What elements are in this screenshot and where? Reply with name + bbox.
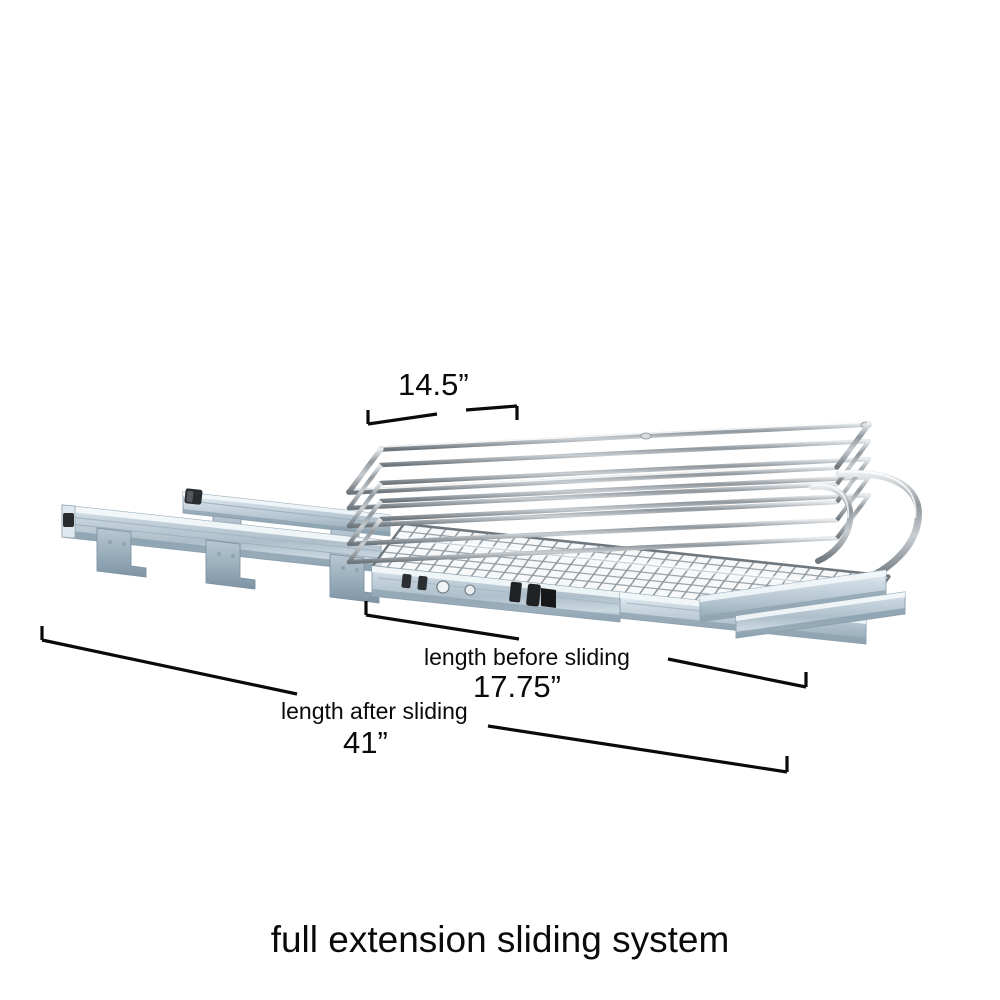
dimension-before-sliding-value: 17.75” xyxy=(473,669,561,704)
dimension-line-left-segment xyxy=(366,410,438,426)
dimension-width-14-5: 14.5” xyxy=(366,367,519,426)
basket-left-end-panel xyxy=(346,446,384,564)
basket-slide-rail xyxy=(371,565,887,645)
caption-text: full extension sliding system xyxy=(271,919,730,960)
basket-far-side-rails xyxy=(378,421,872,576)
dimension-width-label: 14.5” xyxy=(398,367,469,402)
dimension-line-before-left xyxy=(364,601,520,641)
basket-near-side-rails xyxy=(346,464,840,619)
front-slide-rail-right-end xyxy=(735,591,906,639)
dimension-line-before-right xyxy=(667,657,808,689)
dimension-after-sliding-label: length after sliding xyxy=(281,698,468,724)
dimension-line-right-segment xyxy=(465,404,519,420)
dimension-after-sliding-41: length after sliding 41” xyxy=(40,626,789,774)
dimension-after-sliding-value: 41” xyxy=(343,725,388,760)
front-slide-rail-assembly xyxy=(61,504,382,604)
dimension-line-after-right xyxy=(487,724,789,774)
dimension-line-after-left xyxy=(40,626,298,696)
dimension-before-sliding-17-75: length before sliding 17.75” xyxy=(364,601,808,704)
dimension-before-sliding-label: length before sliding xyxy=(424,644,630,670)
